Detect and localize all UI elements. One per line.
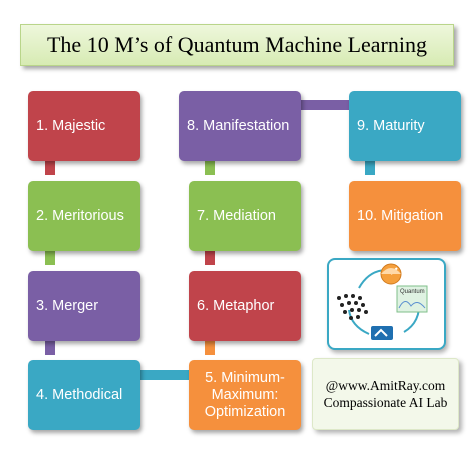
credit-box: @www.AmitRay.com Compassionate AI Lab: [312, 358, 459, 430]
step-9-label: 9. Maturity: [357, 117, 425, 134]
connector-6-7: [205, 251, 215, 265]
title-banner: The 10 M’s of Quantum Machine Learning: [20, 24, 454, 66]
neural-network-icon: [337, 294, 368, 320]
step-3-box: 3. Merger: [28, 271, 140, 341]
connector-1-2: [45, 161, 55, 175]
step-1-box: 1. Majestic: [28, 91, 140, 161]
step-6-label: 6. Metaphor: [197, 297, 275, 314]
credit-lab: Compassionate AI Lab: [323, 395, 448, 410]
quantum-chart-card: [396, 285, 428, 313]
step-7-label: 7. Mediation: [197, 207, 276, 224]
step-7-box: 7. Mediation: [189, 181, 301, 251]
connector-9-10: [365, 161, 375, 175]
step-2-label: 2. Meritorious: [36, 207, 124, 224]
step-8-box: 8. Manifestation: [179, 91, 301, 161]
step-6-box: 6. Metaphor: [189, 271, 301, 341]
connector-7-8: [205, 161, 215, 175]
step-8-label: 8. Manifestation: [187, 117, 290, 134]
step-9-box: 9. Maturity: [349, 91, 461, 161]
connector-8-9: [300, 100, 350, 110]
step-3-label: 3. Merger: [36, 297, 99, 314]
connector-4-5: [140, 370, 190, 380]
diagram-title: The 10 M’s of Quantum Machine Learning: [46, 32, 427, 57]
ml-badge-glyph: [374, 328, 388, 337]
gauge-face: [381, 268, 401, 274]
quantum-wave-icon: [398, 301, 426, 309]
step-5-box: 5. Minimum- Maximum: Optimization: [189, 360, 301, 430]
quantum-logo-panel: Quantum: [327, 258, 446, 350]
step-10-box: 10. Mitigation: [349, 181, 461, 251]
step-2-box: 2. Meritorious: [28, 181, 140, 251]
step-5-label: 5. Minimum- Maximum: Optimization: [204, 369, 286, 420]
step-4-box: 4. Methodical: [28, 360, 140, 430]
ml-badge-icon: [371, 326, 393, 340]
connector-5-6: [205, 341, 215, 355]
connector-2-3: [45, 251, 55, 265]
step-1-label: 1. Majestic: [36, 117, 106, 134]
step-10-label: 10. Mitigation: [357, 207, 444, 224]
credit-website: @www.AmitRay.com: [325, 378, 446, 393]
quantum-label: Quantum: [400, 289, 425, 295]
cycle-arrow-left: [348, 309, 370, 335]
connector-3-4: [45, 341, 55, 355]
step-4-label: 4. Methodical: [36, 386, 123, 403]
quantum-cycle-illustration: Quantum: [337, 263, 428, 340]
